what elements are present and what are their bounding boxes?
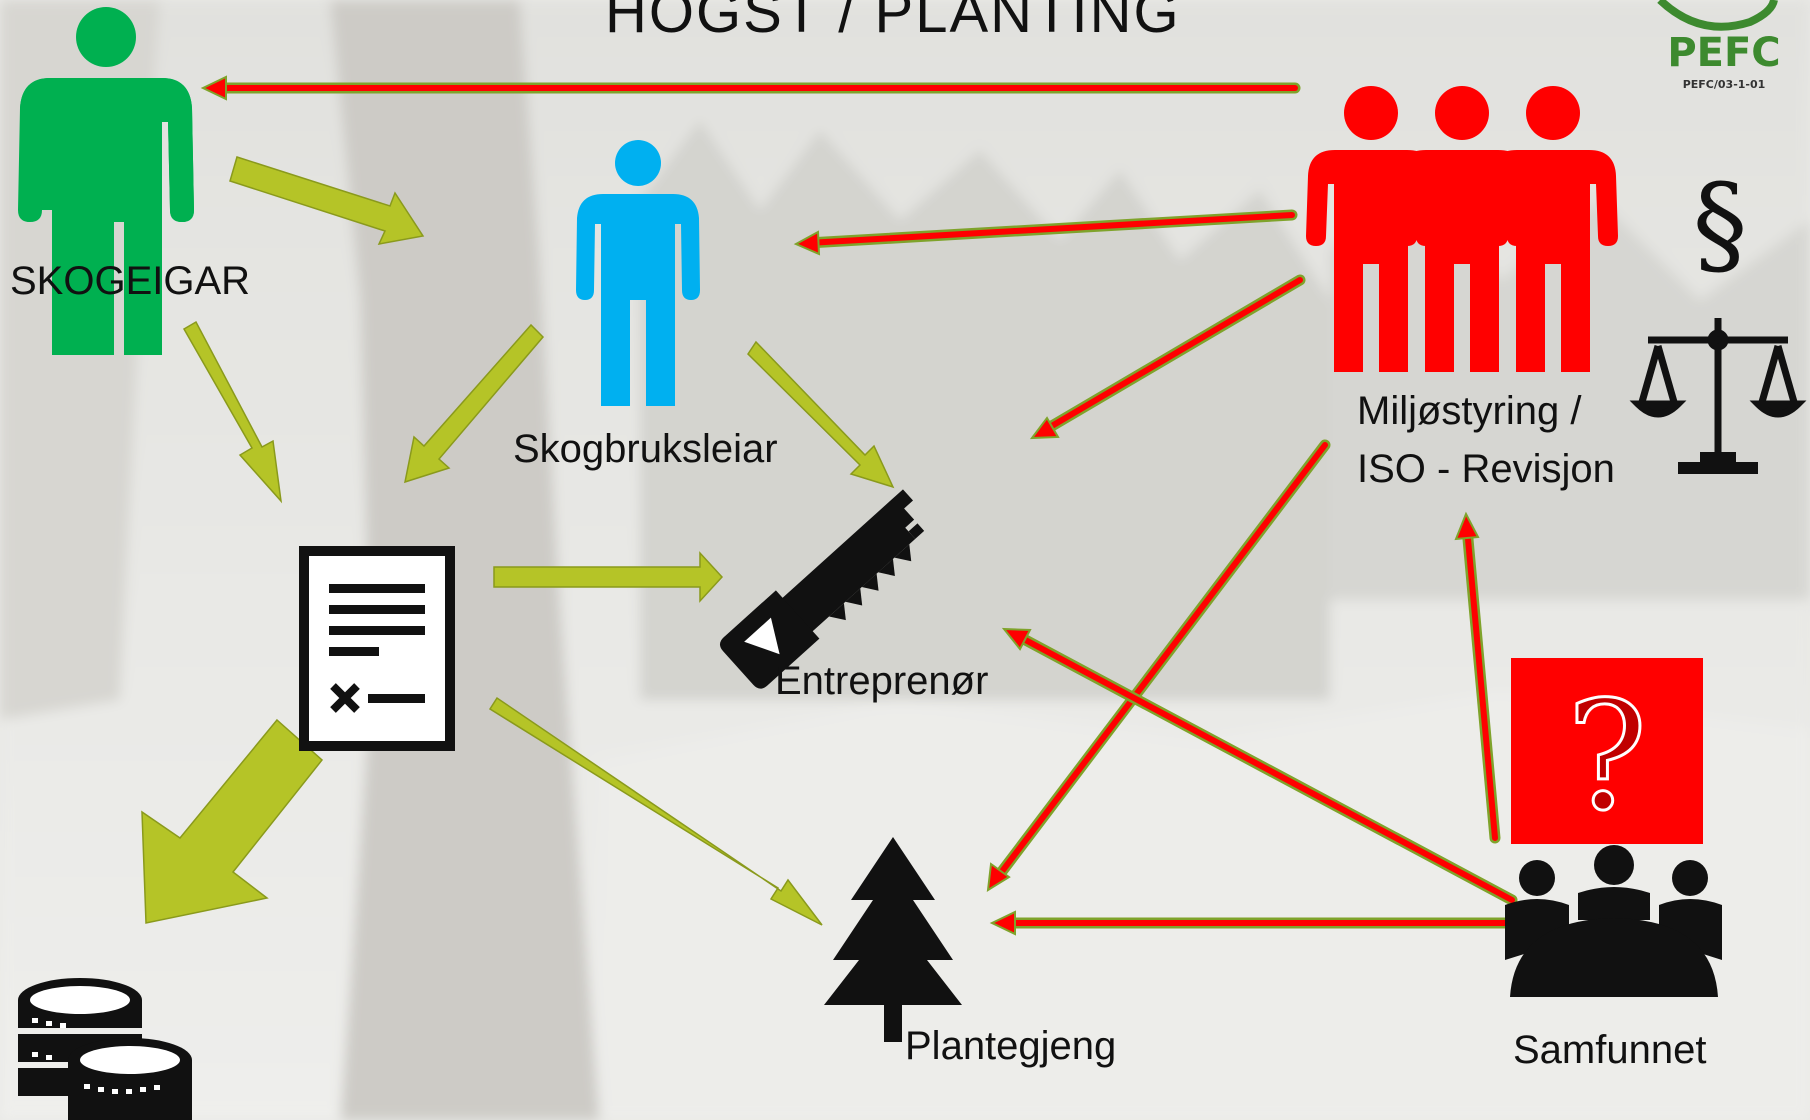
document-icon [299,546,455,751]
page-title: HOGST / PLANTING [605,0,1181,45]
arrow-owner-to-manager [229,156,425,245]
arrow-contract-to-planters [488,696,823,926]
question-mark: ? [1567,670,1647,844]
scales-icon [1629,318,1807,474]
label-plantegjeng: Plantegjeng [905,1024,1117,1068]
arrow-society-to-planters [989,910,1516,936]
arrow-contract-to-money [141,718,324,924]
arrow-contract-to-contractor [493,551,724,603]
label-skogeigar: SKOGEIGAR [10,259,251,303]
arrow-owner-to-contract [182,320,283,504]
section-sign: § [1693,160,1748,288]
pefc-logo-text: PEFC [1667,30,1780,76]
saw-icon [719,489,925,689]
coins-icon [18,978,192,1120]
label-samfunnet: Samfunnet [1513,1028,1707,1072]
label-miljostyring-line2: ISO - Revisjon [1357,447,1615,491]
question-icon: ? [1511,658,1703,846]
person-icon [18,7,195,355]
meeting-icon [1505,845,1722,997]
pefc-logo-code: PEFC/03-1-01 [1683,78,1766,91]
arrow-society-to-auditors [1454,511,1501,844]
arrow-auditors-to-planters [986,439,1331,892]
flow-arrows [141,156,895,926]
arrow-auditors-to-owner [200,75,1301,101]
person-icon [576,140,700,406]
pefc-logo: PEFC PEFC/03-1-01 [1657,0,1781,91]
arrow-manager-to-contractor [747,340,895,489]
control-arrows [200,75,1518,936]
arrow-society-to-contractor [1001,627,1518,906]
arrow-auditors-to-manager [793,209,1298,256]
label-miljostyring-line1: Miljøstyring / [1357,389,1582,433]
arrow-manager-to-contract [404,323,545,484]
label-skogbruksleiar: Skogbruksleiar [513,427,778,471]
group-icon [1306,86,1618,372]
label-entreprenor: Entreprenør [775,659,989,703]
arrow-auditors-to-contractor [1029,274,1306,440]
tree-icon [824,837,962,1042]
